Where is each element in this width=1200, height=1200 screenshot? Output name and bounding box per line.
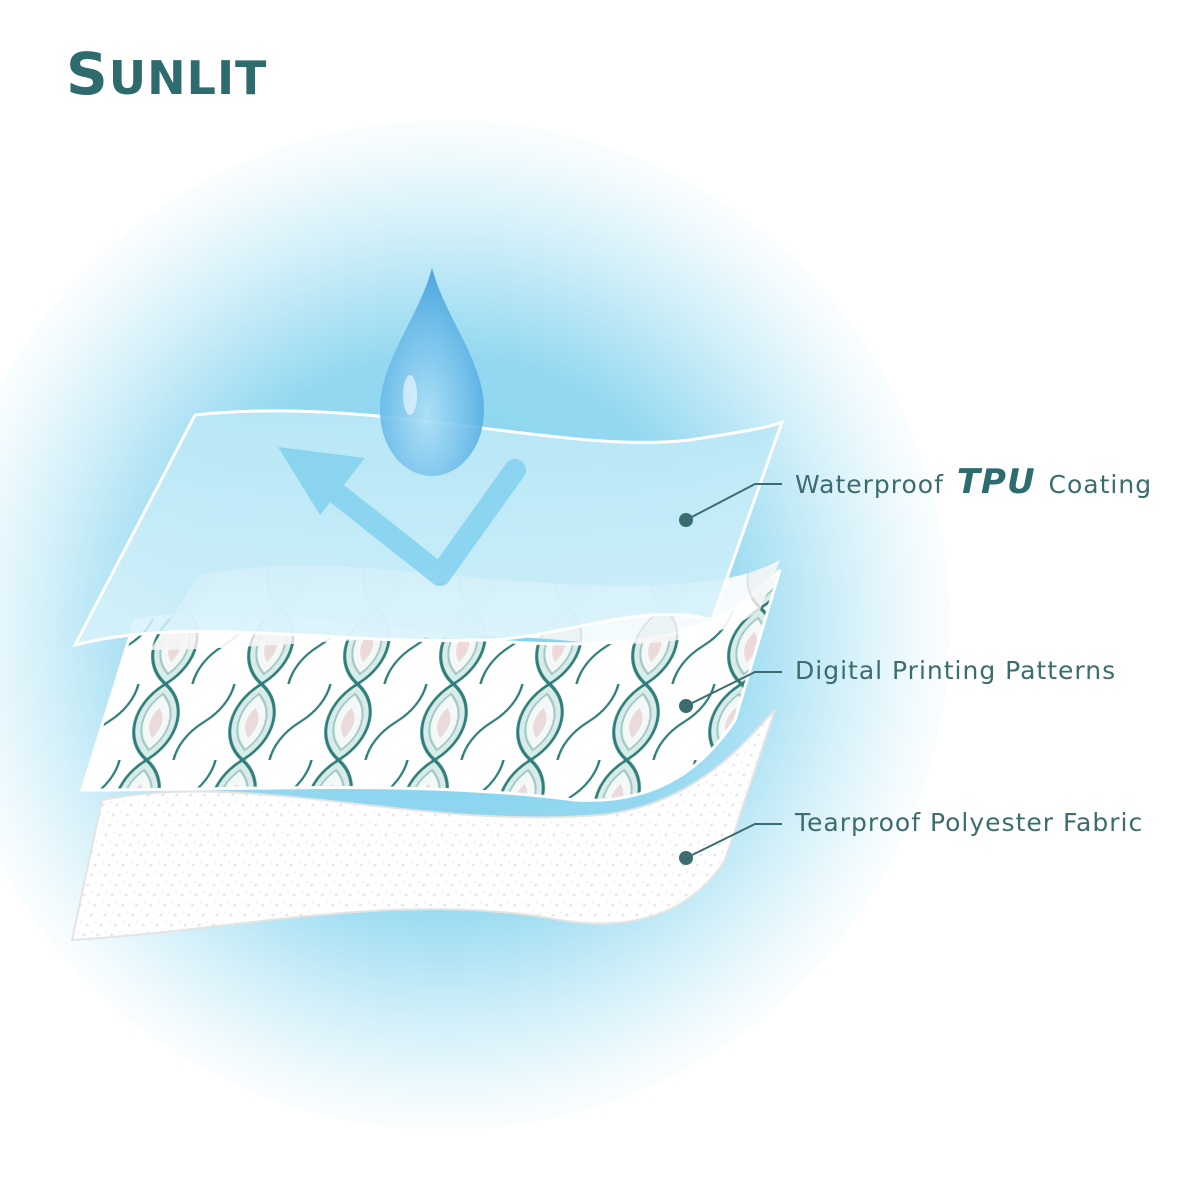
tpu-label-emphasis: TPU — [956, 462, 1036, 502]
fabric-marker — [679, 851, 693, 865]
tpu-label-prefix: Waterproof — [795, 470, 944, 499]
logo-initial: S — [66, 40, 109, 108]
bounce-arrow-icon — [278, 447, 526, 586]
print-marker — [679, 699, 693, 713]
leader-lines — [685, 483, 782, 859]
tpu-marker — [679, 513, 693, 527]
tpu-label: Waterproof TPU Coating — [795, 462, 1152, 502]
fabric-layer — [70, 709, 776, 942]
print-label: Digital Printing Patterns — [795, 656, 1117, 685]
brand-logo: SUNLIT — [66, 40, 267, 108]
water-drop-icon — [380, 268, 484, 476]
fabric-label: Tearproof Polyester Fabric — [795, 808, 1144, 837]
tpu-label-suffix: Coating — [1048, 470, 1153, 499]
logo-wordmark: UNLIT — [108, 51, 268, 105]
